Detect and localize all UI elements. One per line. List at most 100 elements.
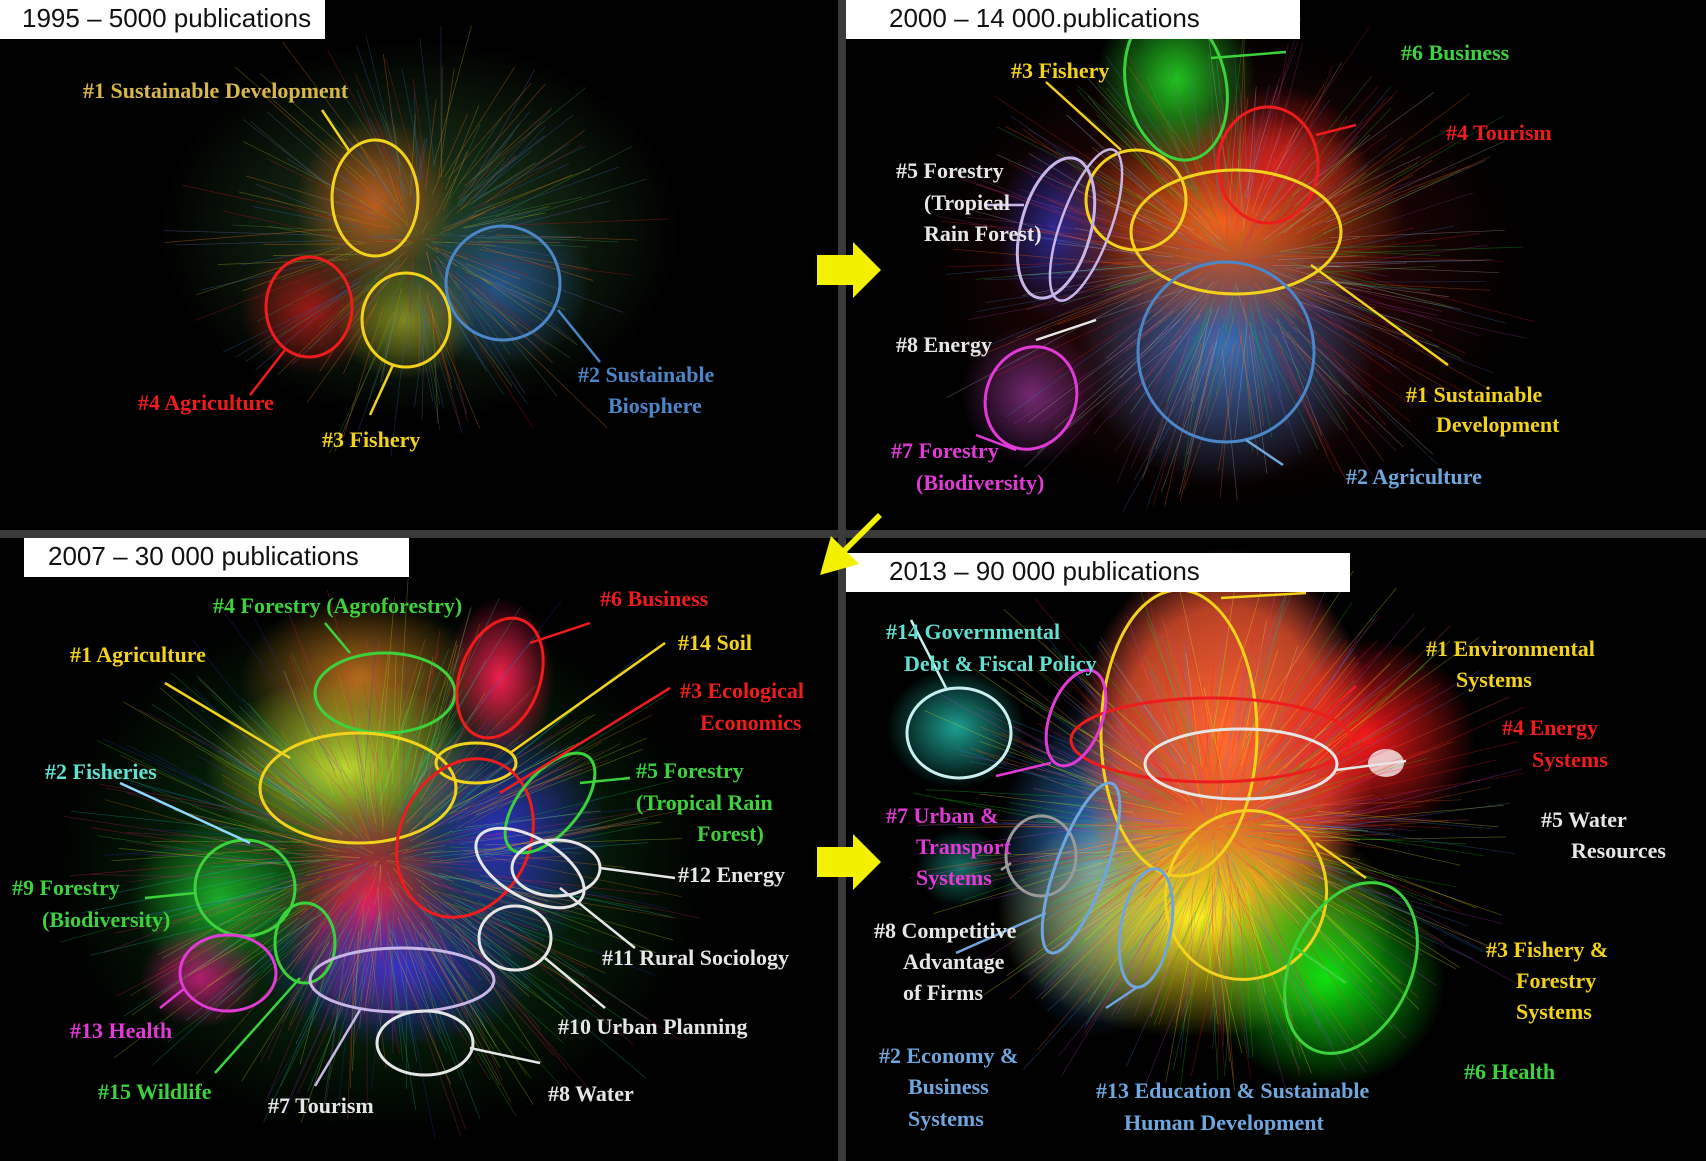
- network-edge: [1006, 875, 1142, 977]
- network-edge: [1321, 772, 1526, 806]
- network-edge: [1035, 881, 1163, 1000]
- network-edge: [1244, 85, 1279, 198]
- network-edge: [1226, 833, 1245, 849]
- network-edge: [404, 858, 450, 864]
- network-edge: [1025, 848, 1146, 877]
- network-edge: [1242, 327, 1254, 452]
- network-edge: [418, 307, 441, 431]
- network-edge: [1285, 682, 1441, 780]
- network-edge: [291, 652, 348, 780]
- network-edge: [197, 747, 313, 809]
- network-edge: [127, 745, 296, 830]
- network-edge: [968, 208, 1143, 257]
- network-edge: [356, 878, 377, 918]
- network-edge: [428, 600, 562, 773]
- network-edge: [1242, 234, 1254, 251]
- network-edge: [354, 865, 372, 877]
- cluster-ring-soil: [434, 741, 518, 785]
- network-edge: [469, 174, 573, 219]
- network-edge: [74, 892, 279, 927]
- network-edge: [463, 841, 619, 862]
- network-edge: [354, 767, 370, 828]
- network-edge: [1166, 640, 1200, 764]
- network-edge: [1256, 121, 1295, 214]
- network-edge: [1088, 844, 1172, 872]
- network-edge: [1199, 770, 1206, 808]
- network-edge: [444, 915, 530, 989]
- network-edge: [185, 916, 314, 1021]
- network-edge: [1156, 215, 1207, 249]
- network-edge: [1239, 290, 1244, 348]
- network-edge: [325, 944, 347, 1105]
- network-edge: [457, 110, 531, 199]
- network-edge: [250, 121, 353, 208]
- network-edge: [1153, 896, 1203, 1026]
- network-edge: [441, 303, 468, 422]
- network-edge: [1008, 723, 1146, 794]
- leader-line: [249, 349, 286, 396]
- network-edge: [471, 163, 570, 209]
- network-edge: [961, 178, 1139, 241]
- network-edge: [289, 653, 337, 779]
- network-edge: [443, 151, 468, 211]
- network-edge: [1309, 828, 1484, 857]
- cluster-label: #1 Environmental: [1426, 636, 1595, 661]
- cluster-label: Systems: [1532, 747, 1608, 772]
- network-edge: [395, 649, 450, 786]
- network-edge: [1246, 869, 1287, 944]
- network-edge: [1210, 895, 1226, 1021]
- network-edge: [1268, 26, 1370, 177]
- network-edge: [478, 266, 576, 343]
- network-edge: [404, 689, 463, 799]
- cluster-ring-business: [455, 616, 545, 740]
- network-edge: [1208, 916, 1219, 1081]
- network-edge: [1021, 750, 1145, 808]
- leader-line: [995, 761, 1052, 778]
- network-edge: [374, 869, 380, 890]
- network-edge: [386, 753, 405, 822]
- network-edge: [1141, 333, 1195, 481]
- network-edge: [401, 69, 425, 180]
- network-edge: [1259, 275, 1304, 309]
- cluster-label: #13 Health: [70, 1018, 172, 1043]
- network-edge: [385, 657, 425, 787]
- network-edge: [1196, 240, 1224, 254]
- network-edge: [387, 167, 403, 214]
- network-edge: [1130, 328, 1196, 469]
- network-edge: [464, 208, 547, 230]
- network-edge: [479, 821, 663, 859]
- network-edge: [1006, 304, 1162, 418]
- network-edge: [1259, 250, 1302, 259]
- network-edge: [469, 87, 587, 182]
- cluster-label: #8 Competitive: [874, 918, 1017, 943]
- network-edge: [1142, 335, 1191, 478]
- network-edge: [1151, 680, 1188, 776]
- network-edge: [256, 863, 338, 887]
- network-edge: [1182, 310, 1208, 407]
- network-edge: [439, 933, 503, 1081]
- network-edge: [1263, 193, 1325, 240]
- network-edge: [471, 743, 621, 824]
- network-edge: [1239, 329, 1259, 456]
- network-edge: [1207, 865, 1220, 935]
- network-edge: [465, 714, 653, 809]
- network-1995: #1 Sustainable Development #4 Agricultur…: [83, 25, 715, 456]
- cluster-ring-water: [375, 1009, 475, 1077]
- network-edge: [1195, 724, 1203, 791]
- network-edge: [379, 864, 382, 876]
- cluster-ring-economy-business: [1040, 781, 1122, 955]
- network-edge: [349, 837, 369, 853]
- network-edge: [157, 766, 297, 840]
- network-edge: [1057, 243, 1174, 258]
- network-edge: [1229, 571, 1295, 739]
- network-edge: [1008, 883, 1140, 1000]
- network-edge: [393, 125, 405, 201]
- network-edge: [1225, 198, 1229, 240]
- network-edge: [455, 280, 535, 345]
- network-edge: [1236, 98, 1249, 203]
- network-edge: [1237, 113, 1243, 209]
- network-edge: [475, 287, 553, 363]
- network-edge: [1120, 296, 1197, 379]
- network-edge: [382, 793, 386, 836]
- network-edge: [1033, 864, 1148, 906]
